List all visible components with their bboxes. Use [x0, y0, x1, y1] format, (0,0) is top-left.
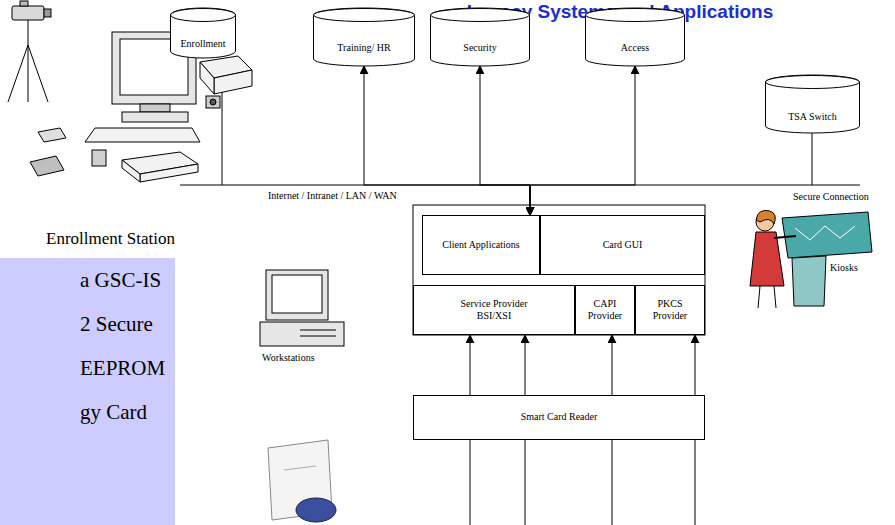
provider-box: CAPI Provider: [575, 285, 635, 335]
node-text: PKCS Provider: [645, 298, 695, 323]
node-text: Access: [621, 42, 649, 67]
node-text: Enrollment: [181, 38, 226, 59]
side-panel: [0, 258, 175, 525]
node-text: Card GUI: [603, 239, 643, 252]
node-text: Security: [463, 42, 496, 67]
desk-camera: [206, 96, 220, 108]
provider-box: Service Provider BSI/XSI: [413, 285, 575, 335]
card-devices: [30, 128, 106, 176]
network-line: [812, 185, 860, 186]
connector: [530, 133, 812, 215]
stack-frame: [413, 205, 705, 335]
connector: [222, 58, 530, 215]
device-label: Workstations: [262, 352, 315, 363]
cylinder-outline: [170, 8, 236, 58]
database-cylinder: TSA Switch: [765, 75, 860, 133]
workstation-computer: [260, 270, 344, 346]
cylinder-outline: [313, 8, 415, 66]
cylinder-outline: [430, 8, 530, 66]
database-cylinder: Security: [430, 8, 530, 66]
database-cylinder: Access: [585, 8, 685, 66]
database-cylinder: Enrollment: [170, 8, 236, 58]
camera-tripod: [8, 1, 51, 102]
connection-label: Secure Connection: [793, 191, 869, 202]
database-cylinder: Training/ HR: [313, 8, 415, 66]
kiosk-figure: [750, 210, 872, 308]
connector: [530, 66, 635, 215]
reader-wires: [470, 440, 695, 525]
reader-box: Smart Card Reader: [413, 395, 705, 440]
node-text: Client Applications: [442, 239, 520, 252]
network-label: Internet / Intranet / LAN / WAN: [268, 190, 397, 201]
station-label: Enrollment Station: [46, 229, 175, 249]
printer: [200, 56, 252, 94]
card-reader-device: [268, 440, 336, 522]
node-text: Service Provider BSI/XSI: [446, 298, 542, 323]
provider-box: PKCS Provider: [635, 285, 705, 335]
cylinder-outline: [765, 75, 860, 133]
slide-text: 2 Secure: [80, 312, 153, 337]
software-box: Client Applications: [422, 215, 540, 275]
node-text: Training/ HR: [337, 42, 390, 67]
slide-text: gy Card: [80, 400, 147, 425]
node-text: CAPI Provider: [580, 298, 630, 323]
software-box: Card GUI: [540, 215, 705, 275]
device-label: Kiosks: [830, 262, 858, 273]
connector: [612, 335, 613, 395]
cylinder-outline: [585, 8, 685, 66]
node-text: Smart Card Reader: [521, 411, 598, 424]
connector: [695, 335, 696, 395]
slide-text: a GSC-IS: [80, 268, 161, 293]
connector: [525, 335, 526, 395]
connector: [470, 335, 471, 395]
scanner: [122, 152, 198, 182]
network-line: [180, 185, 222, 186]
connector: [480, 66, 530, 215]
slide-text: EEPROM: [80, 356, 165, 381]
node-text: TSA Switch: [788, 111, 837, 134]
